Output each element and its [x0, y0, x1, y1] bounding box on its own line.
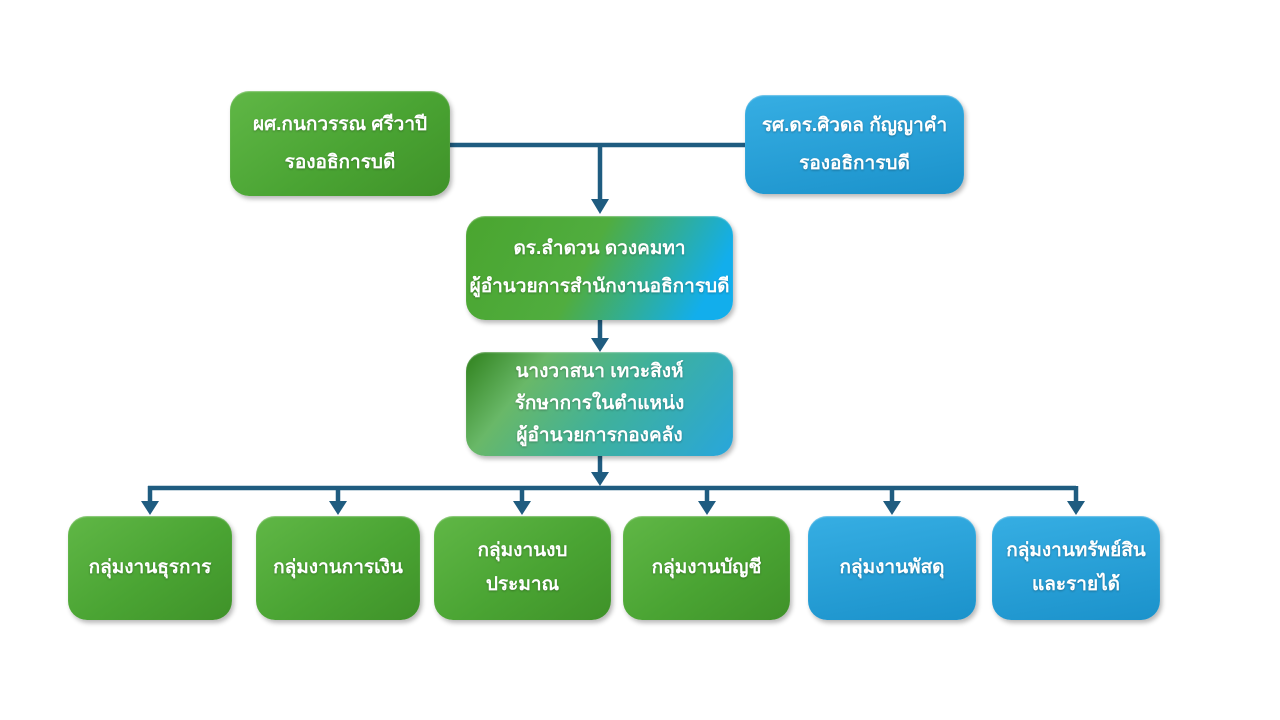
person-title-2: ผู้อำนวยการกองคลัง [516, 425, 683, 446]
unit-label: กลุ่มงานบัญชี [651, 557, 762, 578]
node-director-office: ดร.ลำดวน ดวงคมทา ผู้อำนวยการสำนักงานอธิก… [466, 216, 733, 320]
unit-label: กลุ่มงานการเงิน [273, 557, 403, 578]
unit-box-2: กลุ่มงานการเงิน [256, 516, 420, 620]
unit-box-4: กลุ่มงานบัญชี [623, 516, 790, 620]
unit-label: กลุ่มงานงบประมาณ [477, 540, 568, 595]
node-deputy-left: ผศ.กนกวรรณ ศรีวาปี รองอธิการบดี [230, 91, 450, 196]
person-name: นางวาสนา เทวะสิงห์ [515, 361, 684, 382]
person-title: ผู้อำนวยการสำนักงานอธิการบดี [469, 276, 730, 297]
unit-box-1: กลุ่มงานธุรการ [68, 516, 232, 620]
person-title: รักษาการในตำแหน่ง [514, 393, 685, 414]
unit-label: กลุ่มงานพัสดุ [839, 557, 945, 578]
unit-box-5: กลุ่มงานพัสดุ [808, 516, 976, 620]
person-name: ดร.ลำดวน ดวงคมทา [513, 238, 686, 259]
node-acting-director: นางวาสนา เทวะสิงห์ รักษาการในตำแหน่ง ผู้… [466, 352, 733, 456]
person-name: รศ.ดร.ศิวดล กัญญาคำ [761, 114, 948, 136]
node-deputy-right: รศ.ดร.ศิวดล กัญญาคำ รองอธิการบดี [745, 95, 964, 194]
person-title: รองอธิการบดี [284, 151, 396, 173]
unit-box-6: กลุ่มงานทรัพย์สิน และรายได้ [992, 516, 1160, 620]
unit-label: กลุ่มงานทรัพย์สิน และรายได้ [1006, 540, 1146, 595]
unit-box-3: กลุ่มงานงบประมาณ [434, 516, 611, 620]
person-title: รองอธิการบดี [799, 152, 910, 174]
unit-label: กลุ่มงานธุรการ [88, 557, 212, 578]
person-name: ผศ.กนกวรรณ ศรีวาปี [252, 113, 428, 135]
